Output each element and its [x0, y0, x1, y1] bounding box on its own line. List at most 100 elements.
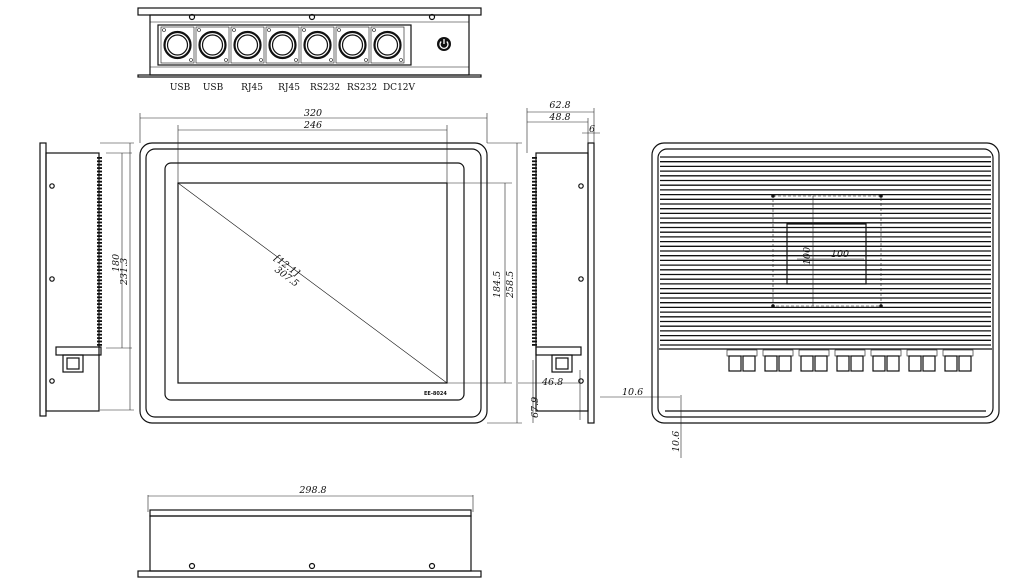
connector-plug: [958, 355, 972, 372]
fin: [532, 225, 537, 227]
connector-plug: [850, 355, 864, 372]
fin: [532, 255, 537, 258]
fin: [97, 313, 102, 316]
fin: [532, 282, 537, 285]
fin: [97, 238, 102, 241]
fin: [97, 327, 102, 329]
fin: [532, 242, 537, 244]
screen-diagonal: [177, 182, 448, 384]
fin: [97, 248, 102, 251]
fin: [97, 303, 102, 305]
port-label-usb-2: USB: [203, 83, 224, 93]
connector-plug: [778, 355, 792, 372]
port-label-usb-1: USB: [170, 83, 191, 93]
fin: [97, 180, 102, 183]
fin: [532, 197, 537, 200]
fin: [97, 194, 102, 197]
fin: [97, 177, 102, 180]
back-view: [600, 142, 1000, 458]
fin: [97, 320, 102, 322]
fin: [532, 259, 537, 261]
fin: [97, 231, 102, 234]
connector-plug: [742, 355, 756, 372]
port-label-rj45-2: RJ45: [278, 83, 300, 93]
dim-front-width: 320: [304, 108, 322, 119]
fin: [532, 218, 537, 220]
fin: [532, 235, 537, 237]
fin: [97, 265, 102, 268]
fin: [97, 208, 102, 210]
fin: [97, 337, 102, 339]
port-connectors: [160, 26, 405, 64]
fin: [97, 167, 102, 169]
connector-housing: [762, 349, 794, 357]
fin: [97, 163, 102, 166]
top-view: USB USB RJ45 RJ45 RS232 RS232 DC12V: [137, 7, 482, 93]
heatsink-fins-back: [660, 156, 991, 346]
fin: [97, 279, 102, 282]
dim-front-height-right: 258.5: [505, 271, 516, 299]
fin: [532, 160, 537, 163]
fin: [532, 313, 537, 316]
port-label-rj45-1: RJ45: [241, 83, 263, 93]
fin: [532, 214, 537, 217]
fin: [532, 248, 537, 251]
connector-housing: [834, 349, 866, 357]
fin: [97, 323, 102, 326]
fin: [532, 245, 537, 248]
connector-plug: [814, 355, 828, 372]
front-logo: EE-8024: [424, 391, 447, 397]
fin: [97, 289, 102, 292]
fin: [532, 286, 537, 288]
fin: [532, 303, 537, 305]
fin: [97, 306, 102, 309]
fin: [97, 286, 102, 288]
power-button-icon: [437, 37, 451, 51]
fin: [97, 330, 102, 333]
fin: [532, 333, 537, 336]
fin: [532, 187, 537, 190]
fin: [532, 340, 537, 343]
fin: [97, 255, 102, 258]
connector-plug: [908, 355, 922, 372]
port-label-rs232-2: RS232: [347, 83, 377, 93]
connector-plug: [764, 355, 778, 372]
fin: [532, 180, 537, 183]
fin: [532, 191, 537, 193]
fin: [532, 163, 537, 166]
fin: [97, 276, 102, 278]
fin: [532, 204, 537, 207]
fin: [97, 197, 102, 200]
fin: [532, 174, 537, 176]
fin: [97, 157, 102, 159]
fin: [532, 167, 537, 169]
fin: [532, 211, 537, 214]
fin: [97, 282, 102, 285]
fin: [532, 316, 537, 319]
dim-depth-body: 48.8: [548, 112, 570, 123]
back-connector-row: [726, 349, 974, 372]
fin: [532, 289, 537, 292]
fin: [532, 252, 537, 254]
fin: [532, 276, 537, 278]
right-side-view: [518, 108, 600, 424]
fin: [97, 235, 102, 237]
fin: [97, 299, 102, 302]
dim-vesa-height: 100: [802, 247, 813, 265]
fin: [532, 262, 537, 265]
dim-front-height: 231.3: [119, 258, 130, 286]
fin: [532, 323, 537, 326]
fin: [532, 194, 537, 197]
connector-plug: [836, 355, 850, 372]
fin: [532, 330, 537, 333]
dim-bottom-width: 298.8: [298, 485, 326, 496]
fin: [532, 293, 537, 295]
left-side-view: [39, 142, 134, 417]
fin: [532, 320, 537, 322]
fin: [97, 221, 102, 224]
fin: [532, 208, 537, 210]
fin: [97, 170, 102, 173]
dim-side-height: 180: [111, 254, 122, 272]
vesa-mount: [786, 223, 867, 285]
fin: [532, 184, 537, 186]
